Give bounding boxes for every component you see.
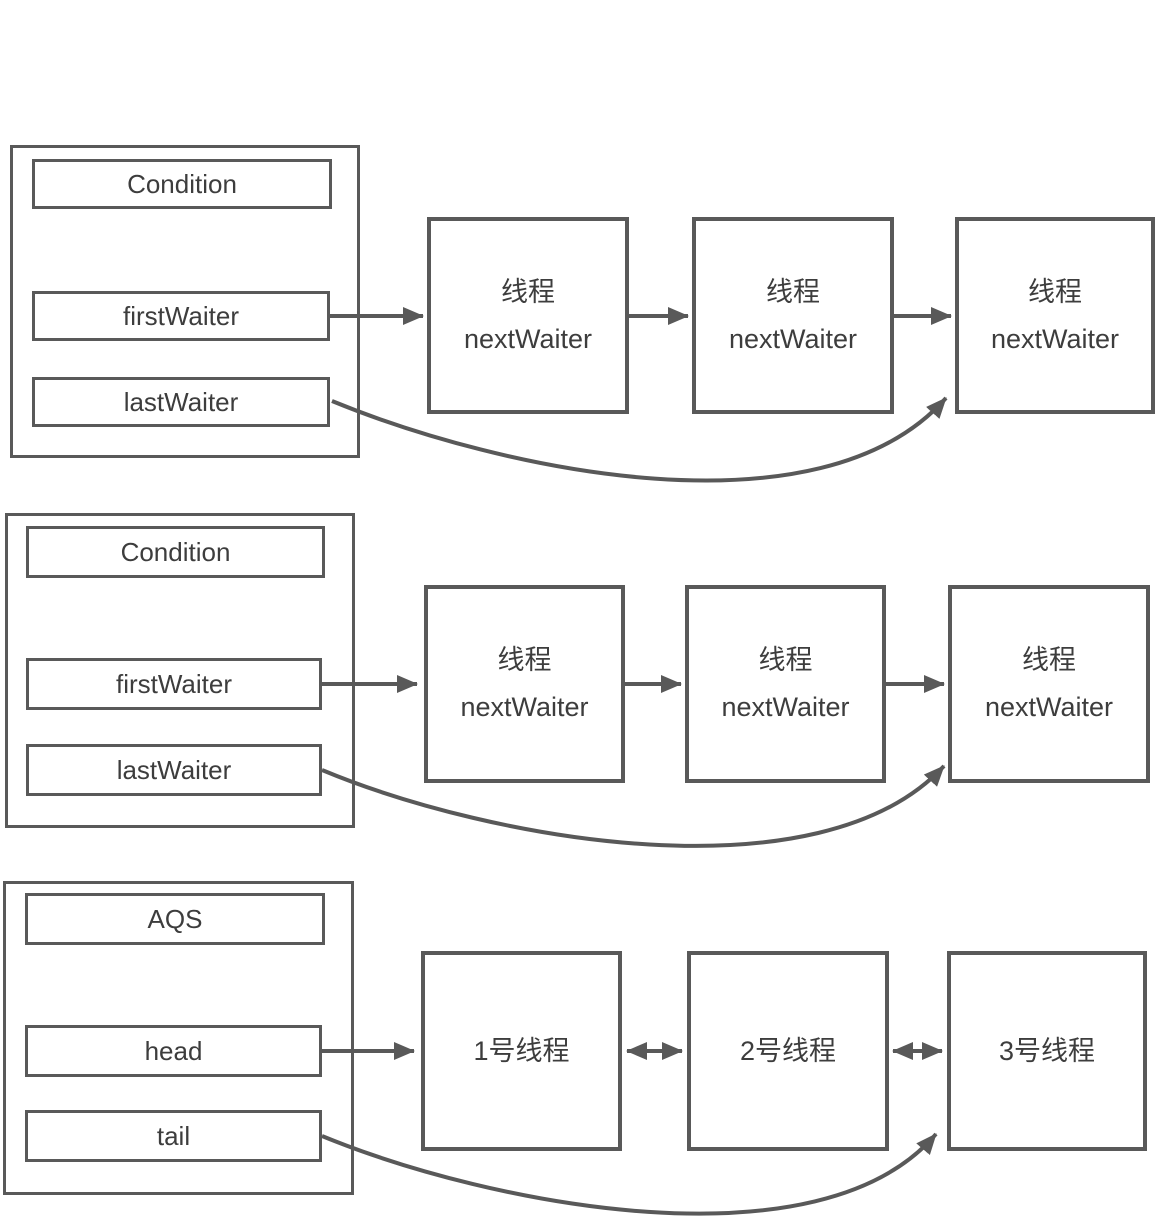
aqs-title: AQS: [147, 903, 203, 934]
condition-title-2: Condition: [120, 536, 231, 567]
lastwaiter-label-2: lastWaiter: [116, 754, 232, 785]
thread-node-line2: nextWaiter: [728, 323, 858, 354]
condition-title-box-1: Condition: [32, 159, 332, 209]
tail-field: tail: [25, 1110, 322, 1162]
thread-node-line1: 1号线程: [473, 1035, 570, 1066]
thread-node-line1: 2号线程: [739, 1035, 837, 1066]
firstwaiter-field-1: firstWaiter: [32, 291, 330, 341]
thread-node-1-3: 线程 nextWaiter: [955, 217, 1155, 414]
thread-node-line2: nextWaiter: [990, 323, 1120, 354]
head-field: head: [25, 1025, 322, 1077]
thread-node-line1: 线程: [758, 645, 813, 675]
thread-node-line1: 线程: [1028, 276, 1082, 307]
thread-node-2-1: 线程 nextWaiter: [424, 585, 625, 783]
thread-node-2-2: 线程 nextWaiter: [685, 585, 886, 783]
thread-node-3-3: 3号线程: [947, 951, 1147, 1151]
thread-node-line1: 线程: [501, 276, 555, 307]
condition-title-box-2: Condition: [26, 526, 325, 578]
lastwaiter-field-1: lastWaiter: [32, 377, 330, 427]
tail-label: tail: [156, 1120, 191, 1151]
aqs-title-box: AQS: [25, 893, 325, 945]
thread-node-line2: nextWaiter: [463, 323, 593, 354]
thread-node-line1: 线程: [1022, 645, 1076, 675]
head-label: head: [144, 1035, 203, 1066]
thread-node-line2: nextWaiter: [721, 692, 850, 722]
thread-node-line1: 线程: [497, 645, 552, 675]
firstwaiter-label-2: firstWaiter: [115, 668, 233, 699]
thread-node-line1: 线程: [766, 276, 820, 307]
thread-node-1-2: 线程 nextWaiter: [692, 217, 894, 414]
thread-node-2-3: 线程 nextWaiter: [948, 585, 1150, 783]
thread-node-line2: nextWaiter: [984, 692, 1114, 722]
firstwaiter-field-2: firstWaiter: [26, 658, 322, 710]
lastwaiter-field-2: lastWaiter: [26, 744, 322, 796]
thread-node-3-2: 2号线程: [687, 951, 889, 1151]
thread-node-line1: 3号线程: [998, 1035, 1096, 1066]
thread-node-3-1: 1号线程: [421, 951, 622, 1151]
lastwaiter-label-1: lastWaiter: [123, 386, 239, 417]
firstwaiter-label-1: firstWaiter: [122, 300, 240, 331]
thread-node-1-1: 线程 nextWaiter: [427, 217, 629, 414]
thread-node-line2: nextWaiter: [460, 692, 589, 722]
condition-title-1: Condition: [127, 168, 237, 199]
